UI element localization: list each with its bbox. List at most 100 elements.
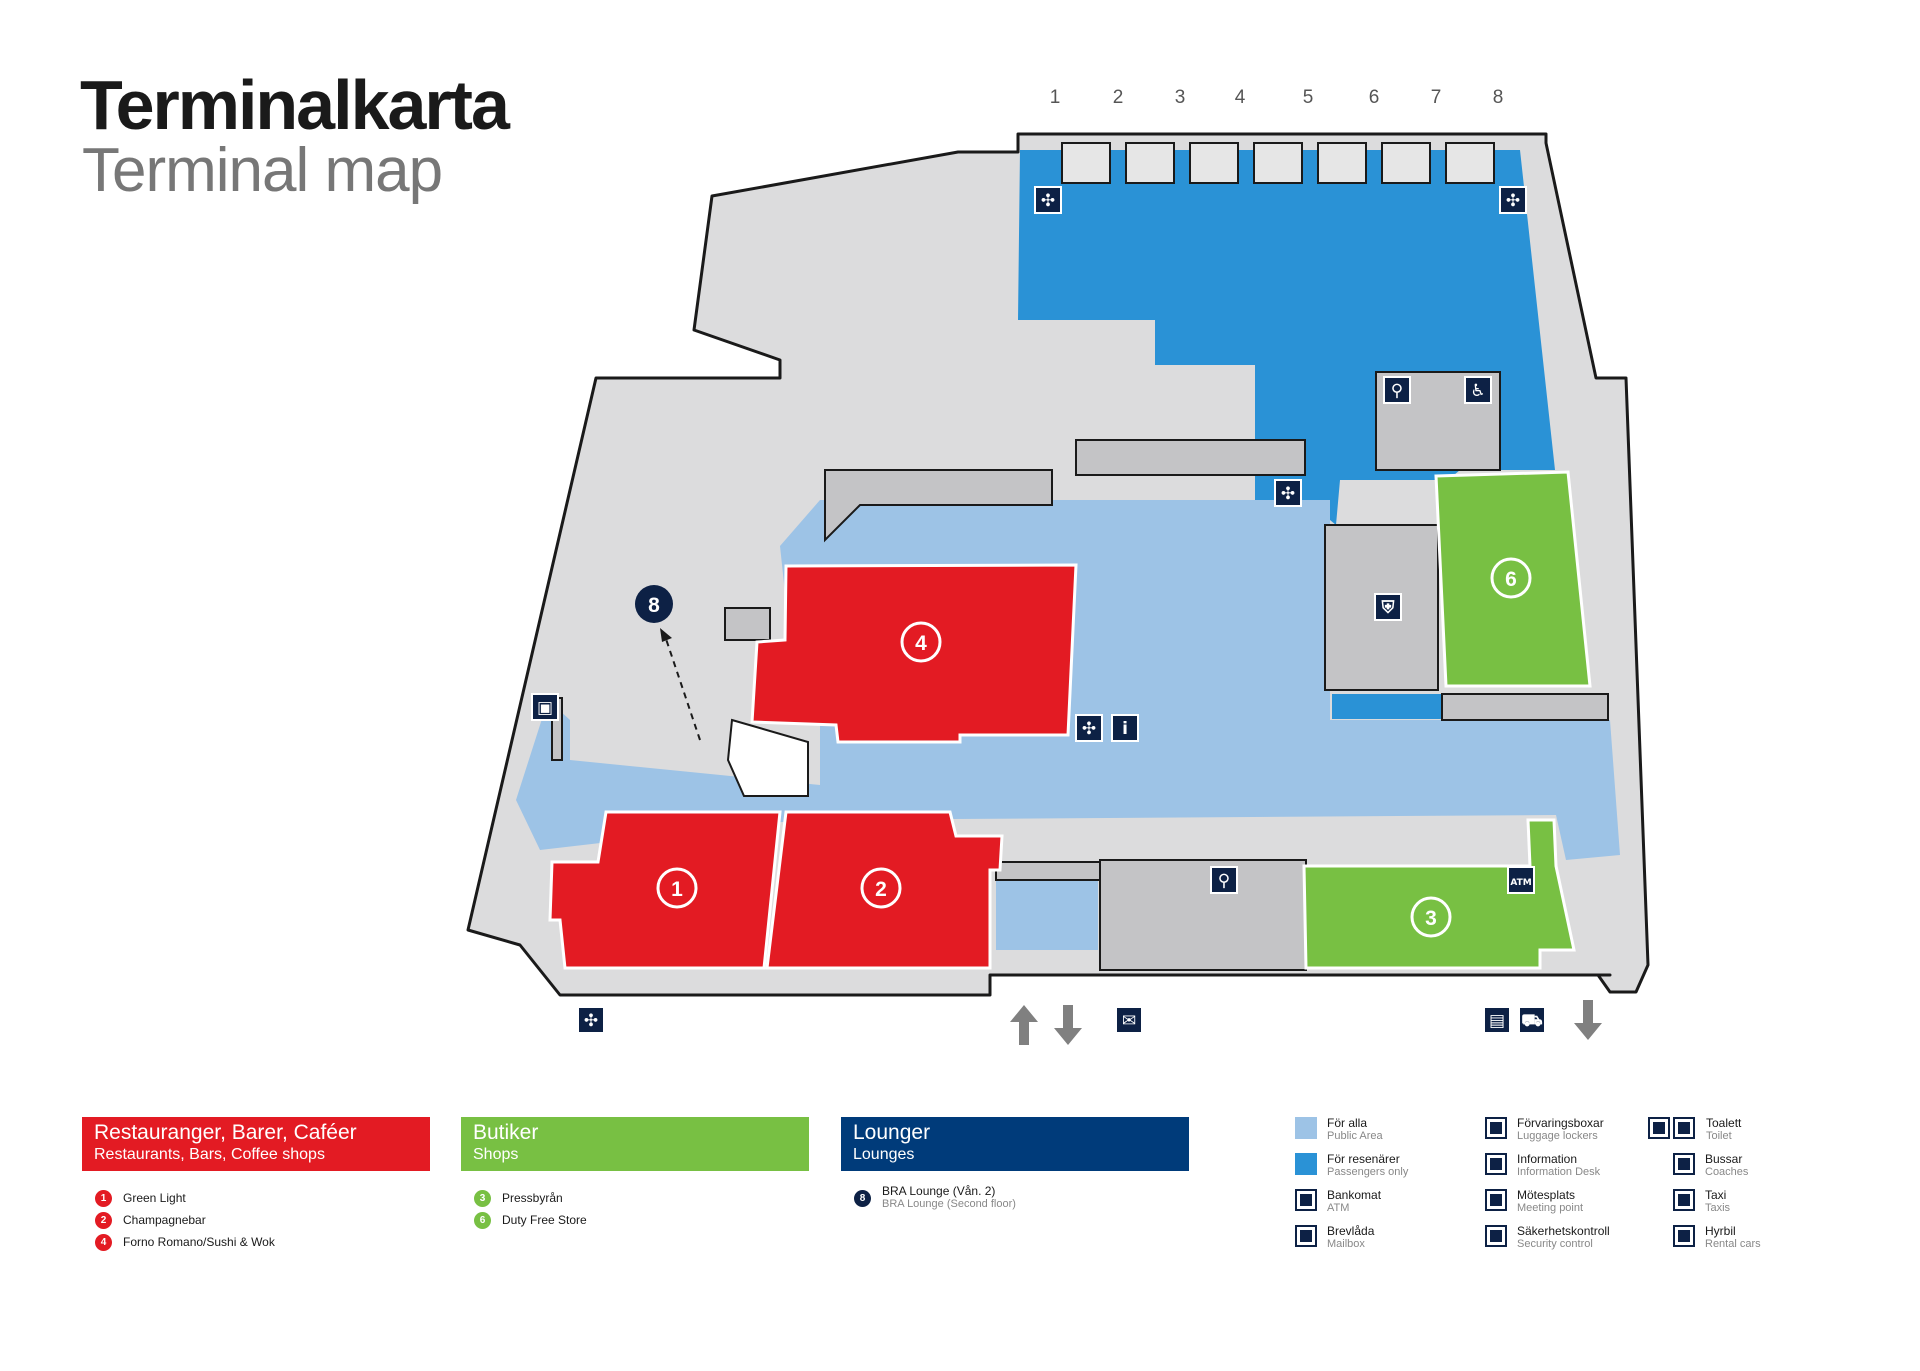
meeting-point-icon[interactable]: ✣ [1034,186,1062,214]
wc-icon[interactable]: ⚲ [1383,376,1411,404]
security-control-icon [1485,1225,1507,1247]
gate-pier-4 [1253,142,1303,184]
info-icon-box [1111,714,1139,742]
list-item[interactable]: 1 Green Light [82,1187,430,1209]
meeting-point-icon[interactable]: ✣ [1075,714,1103,742]
mailbox-icon[interactable]: ✉ [1115,1006,1143,1034]
meeting-point-icon[interactable]: ✣ [577,1006,605,1034]
public-area-swatch [1295,1117,1317,1139]
gate-label-6: 6 [1369,87,1380,108]
zone-shop-6[interactable] [1434,470,1592,688]
atm-icon-box [1507,866,1535,894]
taxi-icon[interactable]: ⛟ [1518,1006,1546,1034]
meeting-point-icon-glyph: ✣ [1082,719,1096,739]
lounge-arrow-line [664,635,701,741]
category-restaurants-title: Restauranger, Barer, Caféer [94,1121,357,1144]
badge-zone-8-number: 8 [648,594,660,617]
badge-zone-1-circle [656,867,698,909]
item-badge: 8 [854,1189,871,1207]
item-badge: 6 [474,1211,491,1229]
info-icon-glyph: i [1122,719,1128,739]
item-name: Pressbyrån [502,1191,563,1205]
page-subtitle: Terminal map [82,136,443,205]
legend-en: Toilet [1706,1130,1732,1142]
gate-label-3: 3 [1175,87,1186,108]
legend-sv: Information [1517,1152,1578,1166]
meeting-point-icon[interactable]: ✣ [1499,186,1527,214]
list-item[interactable]: 3 Pressbyrån [461,1187,809,1209]
accessible-wc-icon-box [1464,376,1492,404]
mailbox-icon-glyph: ✉ [1122,1011,1136,1031]
badge-zone-2: 2 [860,867,902,909]
arrow-down-icon[interactable] [1054,1005,1082,1045]
staircase [726,718,809,797]
restaurant-zones [548,563,1078,970]
zone-restaurant-2[interactable] [765,810,1004,970]
list-item[interactable]: 2 Champagnebar [82,1209,430,1231]
staircase-steps [726,718,809,797]
legend-sv: Bankomat [1327,1188,1382,1202]
luggage-lockers-icon-box [531,693,559,721]
item-badge: 2 [95,1211,112,1229]
zone-restaurant-4[interactable] [750,563,1078,744]
category-lounges: Lounger Lounges [841,1117,1189,1171]
legend-en: Mailbox [1327,1238,1365,1250]
passengers-swatch [1295,1153,1317,1175]
list-item[interactable]: 4 Forno Romano/Sushi & Wok [82,1231,430,1253]
gate-pier-6 [1381,142,1431,184]
legend-en: Luggage lockers [1517,1130,1598,1142]
meeting-point-icon-box [1499,186,1527,214]
badge-zone-6: 6 [1490,557,1532,599]
item-badge: 3 [474,1189,491,1207]
legend-sv: Mötesplats [1517,1188,1576,1202]
rental-car-icon [1673,1225,1695,1247]
legend-en: Taxis [1705,1202,1731,1214]
category-shops-subtitle: Shops [473,1146,519,1163]
bus-icon[interactable]: ▤ [1483,1006,1511,1034]
taxi-icon-glyph: ⛟ [1521,1011,1542,1031]
info-icon[interactable]: i [1111,714,1139,742]
toilet-icon [1673,1117,1695,1139]
badge-zone-8: 8 [635,585,673,623]
lounge-list: 8 BRA Lounge (Vån. 2) BRA Lounge (Second… [841,1184,1189,1210]
meeting-point-icon[interactable]: ✣ [1274,479,1302,507]
legend-en: Information Desk [1517,1166,1601,1178]
category-shops: Butiker Shops [461,1117,809,1171]
item-name: BRA Lounge (Vån. 2) [882,1184,996,1198]
badge-zone-8-circle [635,585,673,623]
wc-icon[interactable]: ⚲ [1210,866,1238,894]
category-restaurants: Restauranger, Barer, Caféer Restaurants,… [82,1117,430,1171]
gate-piers [1061,142,1495,184]
arrow-up-icon[interactable] [1010,1005,1038,1045]
zone-shop-3[interactable] [1302,818,1576,970]
atm-icon[interactable]: ATM [1507,866,1535,894]
category-lounges-title: Lounger [853,1121,931,1144]
category-restaurants-subtitle: Restaurants, Bars, Coffee shops [94,1146,325,1163]
security-control-icon[interactable]: ⛨ [1374,593,1402,621]
zone-restaurant-1[interactable] [548,810,782,970]
arrow-down-icon[interactable] [1574,1000,1602,1040]
legend-en: Security control [1517,1238,1593,1250]
entrance-arrows [1010,1000,1602,1045]
legend-en: Public Area [1327,1130,1383,1142]
legend-en: Coaches [1705,1166,1749,1178]
legend-sv: Hyrbil [1705,1224,1736,1238]
accessible-wc-icon[interactable]: ♿ [1464,376,1492,404]
list-item[interactable]: 8 BRA Lounge (Vån. 2) BRA Lounge (Second… [841,1184,1189,1210]
list-item[interactable]: 6 Duty Free Store [461,1209,809,1231]
legend-sv: För alla [1327,1116,1368,1130]
luggage-lockers-icon[interactable]: ▣ [531,693,559,721]
mailbox-icon [1295,1225,1317,1247]
item-name: Forno Romano/Sushi & Wok [123,1235,275,1249]
bus-icon-box [1483,1006,1511,1034]
